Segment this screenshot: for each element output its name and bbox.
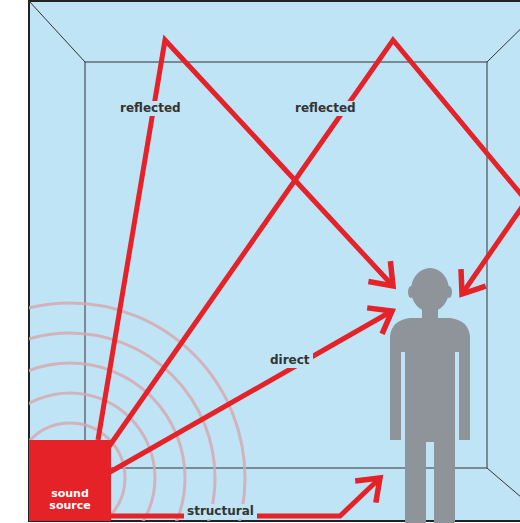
- path-label: reflected: [292, 101, 359, 116]
- source-box: sound source: [29, 440, 111, 521]
- person-silhouette: [390, 268, 470, 523]
- sound-paths: [98, 40, 520, 516]
- path-label: reflected: [117, 101, 184, 116]
- source-label: sound source: [42, 488, 98, 512]
- path-label: structural: [184, 504, 257, 519]
- path-label: direct: [267, 353, 313, 368]
